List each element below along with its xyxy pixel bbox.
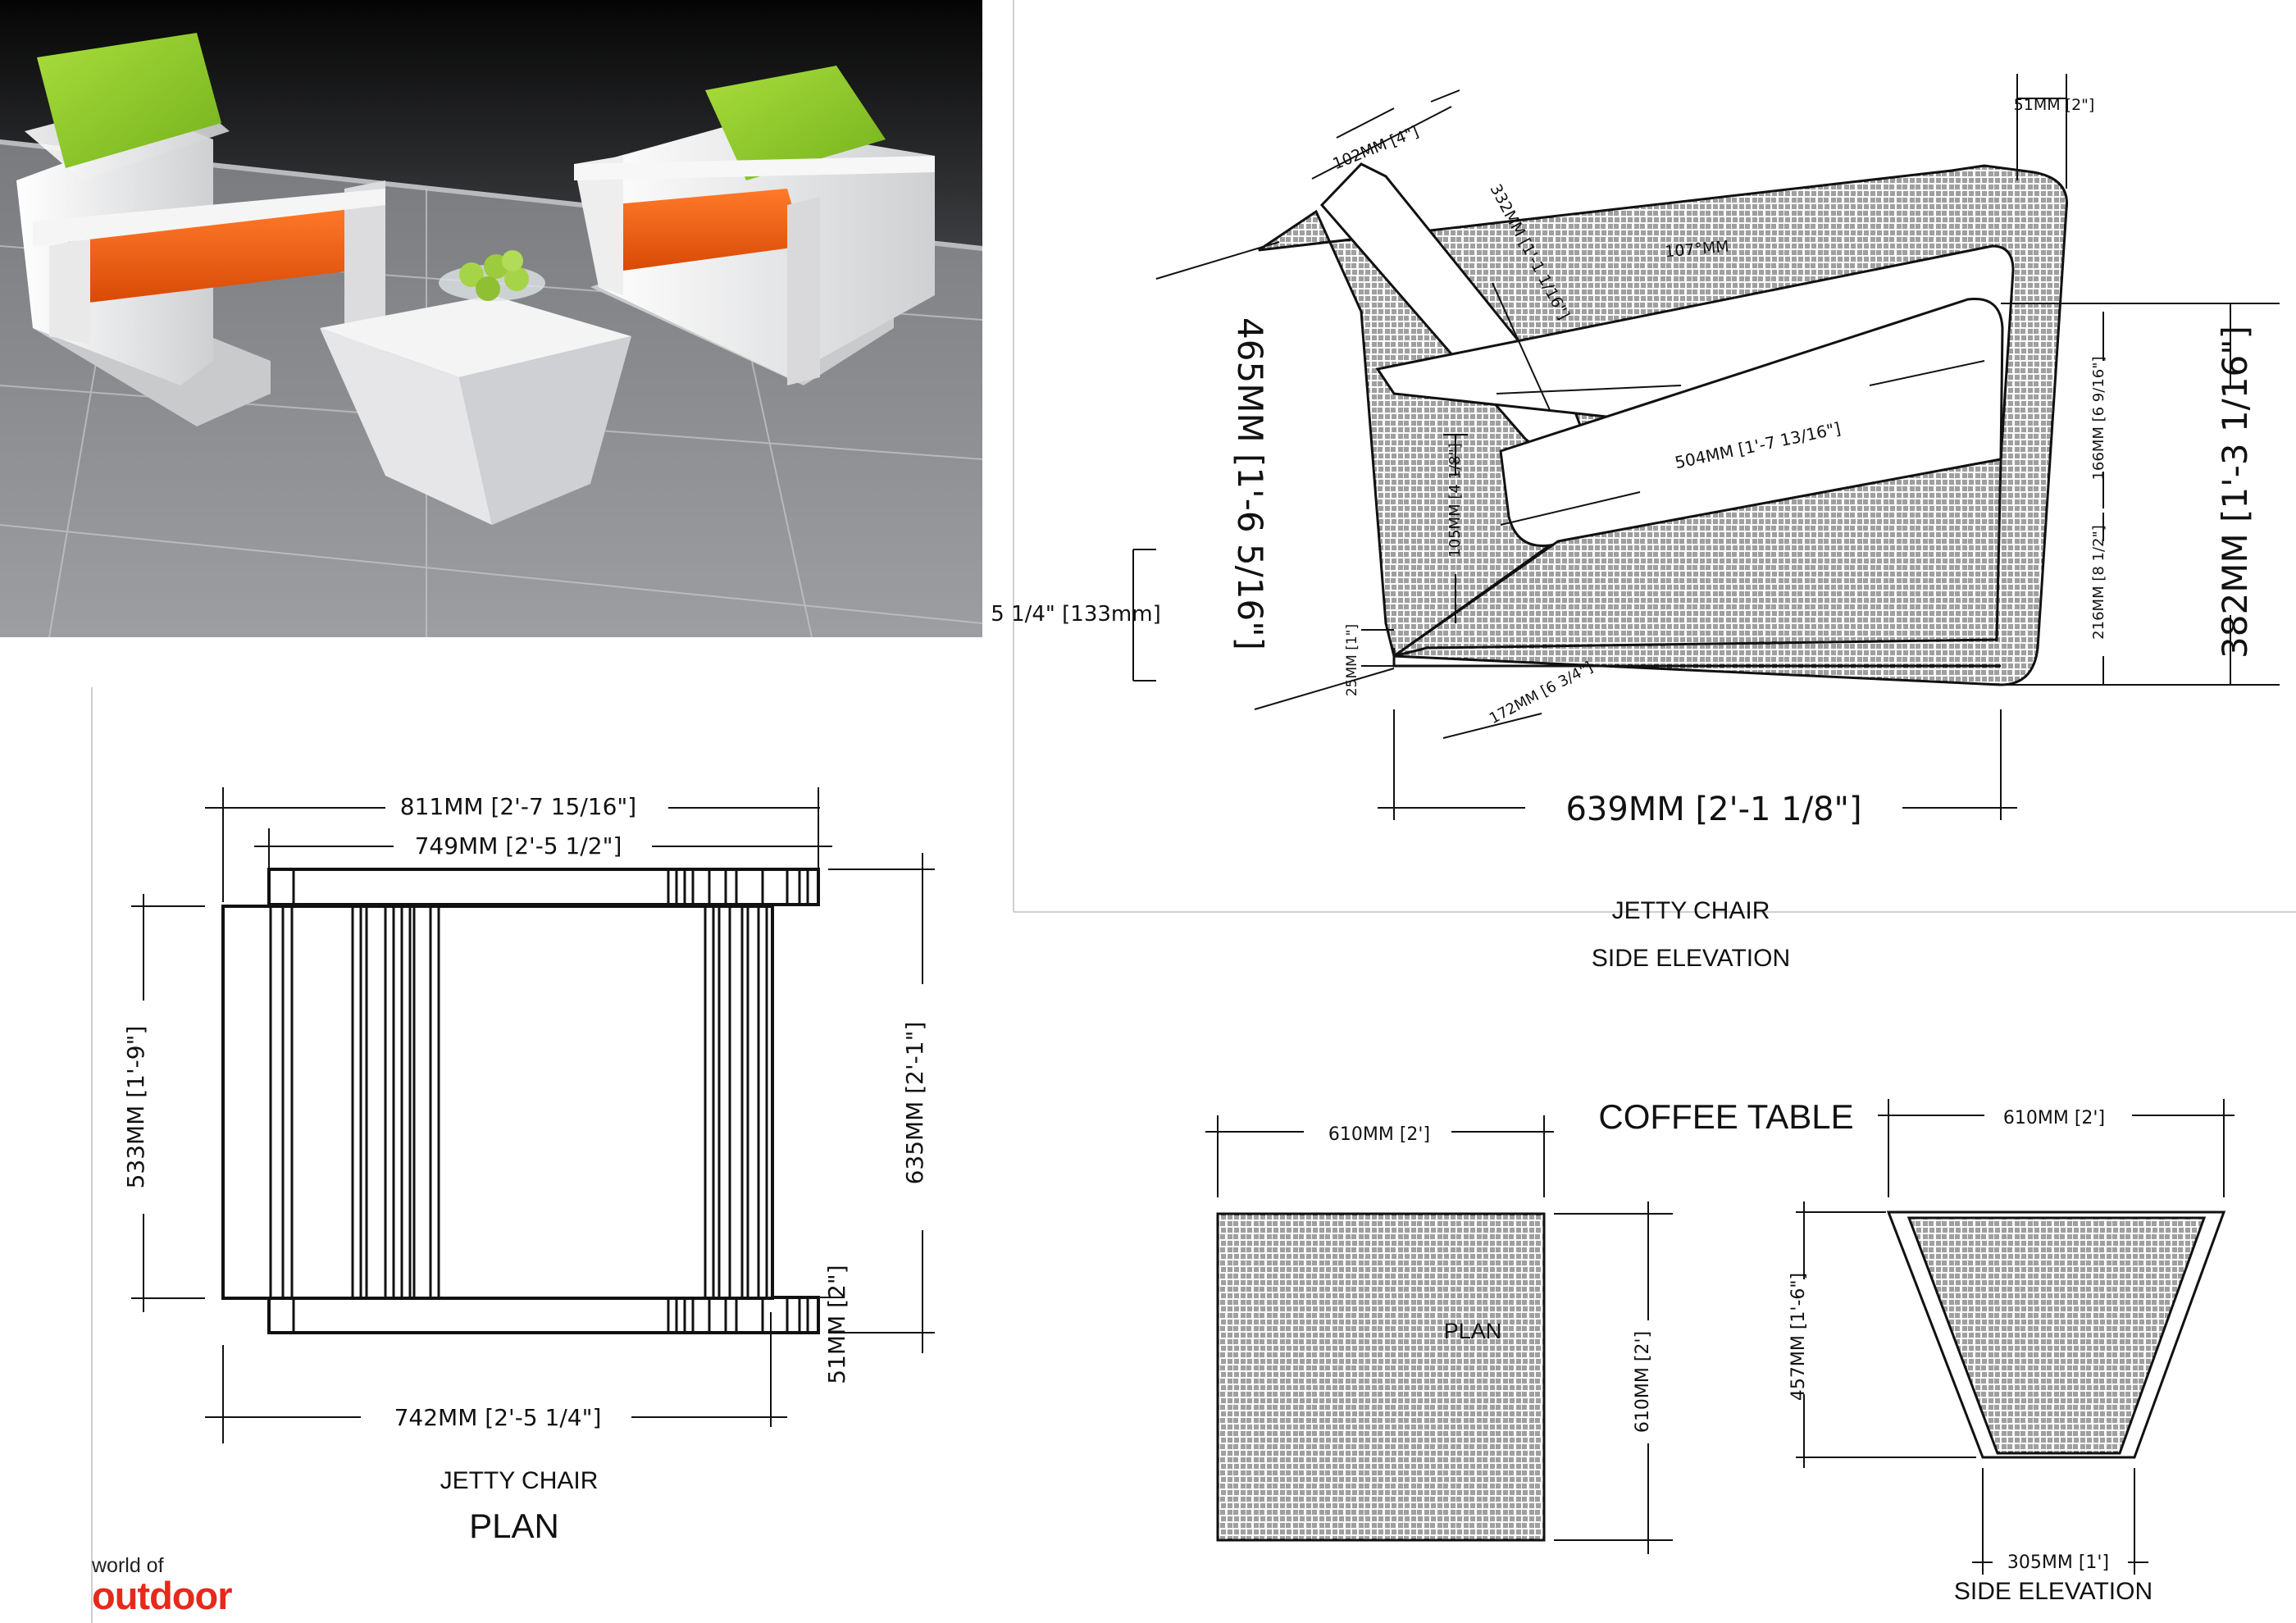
coffee-table-plan-drawing [1216, 1212, 1546, 1542]
dim-533: 533MM [1'-9"] [122, 1026, 149, 1189]
dim-table-elev-bottom: 305MM [1'] [2007, 1552, 2109, 1573]
coffee-table-elevation-drawing [1886, 1210, 2226, 1459]
dim-133: 5 1/4" [133mm] [991, 602, 1160, 627]
side-elevation-title-line2: SIDE ELEVATION [1592, 945, 1790, 972]
dim-51-side: 51MM [2"] [2014, 96, 2095, 114]
dim-51-plan: 51MM [2"] [823, 1265, 850, 1384]
dim-635: 635MM [2'-1"] [901, 1022, 928, 1185]
dim-table-elev-height: 457MM [1'-6"] [1788, 1273, 1809, 1401]
dim-166: 166MM [6 9/16"] [2090, 356, 2107, 480]
plan-drawing [221, 868, 820, 1334]
dim-811: 811MM [2'-7 15/16"] [400, 793, 636, 820]
side-elevation-title-line1: JETTY CHAIR [1612, 897, 1770, 924]
dim-table-plan-depth: 610MM [2'] [1633, 1331, 1653, 1433]
dim-105: 105MM [4 1/8"] [1446, 443, 1464, 558]
side-elevation-dimension-lines [1132, 74, 2280, 820]
dim-table-elev-top: 610MM [2'] [2003, 1108, 2105, 1128]
brand-logo: world of outdoor [92, 1554, 232, 1617]
coffee-table-elevation-title: SIDE ELEVATION [1954, 1578, 2152, 1605]
plan-dimensions: 811MM [2'-7 15/16"] 749MM [2'-5 1/2"] 53… [122, 793, 928, 1431]
dim-465: 465MM [1'-6 5/16"] [1230, 317, 1270, 650]
dim-742: 742MM [2'-5 1/4"] [394, 1404, 602, 1431]
coffee-table-title: COFFEE TABLE [1598, 1097, 1853, 1136]
coffee-table-dimension-lines [1205, 1099, 2234, 1575]
dim-382: 382MM [1'-3 1/16"] [2215, 326, 2255, 659]
coffee-table-dimensions: 610MM [2'] 610MM [2'] 610MM [2'] 457MM [… [1328, 1108, 2109, 1573]
plan-title-line1: JETTY CHAIR [440, 1467, 599, 1494]
coffee-table-render [320, 250, 631, 525]
plan-title: JETTY CHAIR PLAN [440, 1467, 599, 1545]
dim-216: 216MM [8 1/2"] [2090, 525, 2107, 640]
plan-dimension-lines [131, 787, 935, 1443]
left-chair [16, 33, 385, 426]
chair-render-image [0, 0, 982, 637]
right-chair [574, 66, 935, 385]
dim-639: 639MM [2'-1 1/8"] [1565, 791, 1861, 828]
coffee-table-plan-label: PLAN [1444, 1319, 1502, 1343]
plan-title-line2: PLAN [469, 1507, 559, 1545]
dim-25: 25MM [1"] [1344, 624, 1360, 696]
brand-logo-line2: outdoor [92, 1574, 232, 1617]
dim-table-plan-width: 610MM [2'] [1328, 1124, 1430, 1145]
side-elevation-title: JETTY CHAIR SIDE ELEVATION [1592, 897, 1790, 972]
brand-logo-line1: world of [92, 1554, 164, 1577]
dim-102: 102MM [4"] [1330, 122, 1421, 173]
side-elevation-drawing [1258, 162, 2068, 686]
dim-172: 172MM [6 3/4"] [1487, 659, 1596, 727]
dim-749: 749MM [2'-5 1/2"] [415, 832, 622, 859]
